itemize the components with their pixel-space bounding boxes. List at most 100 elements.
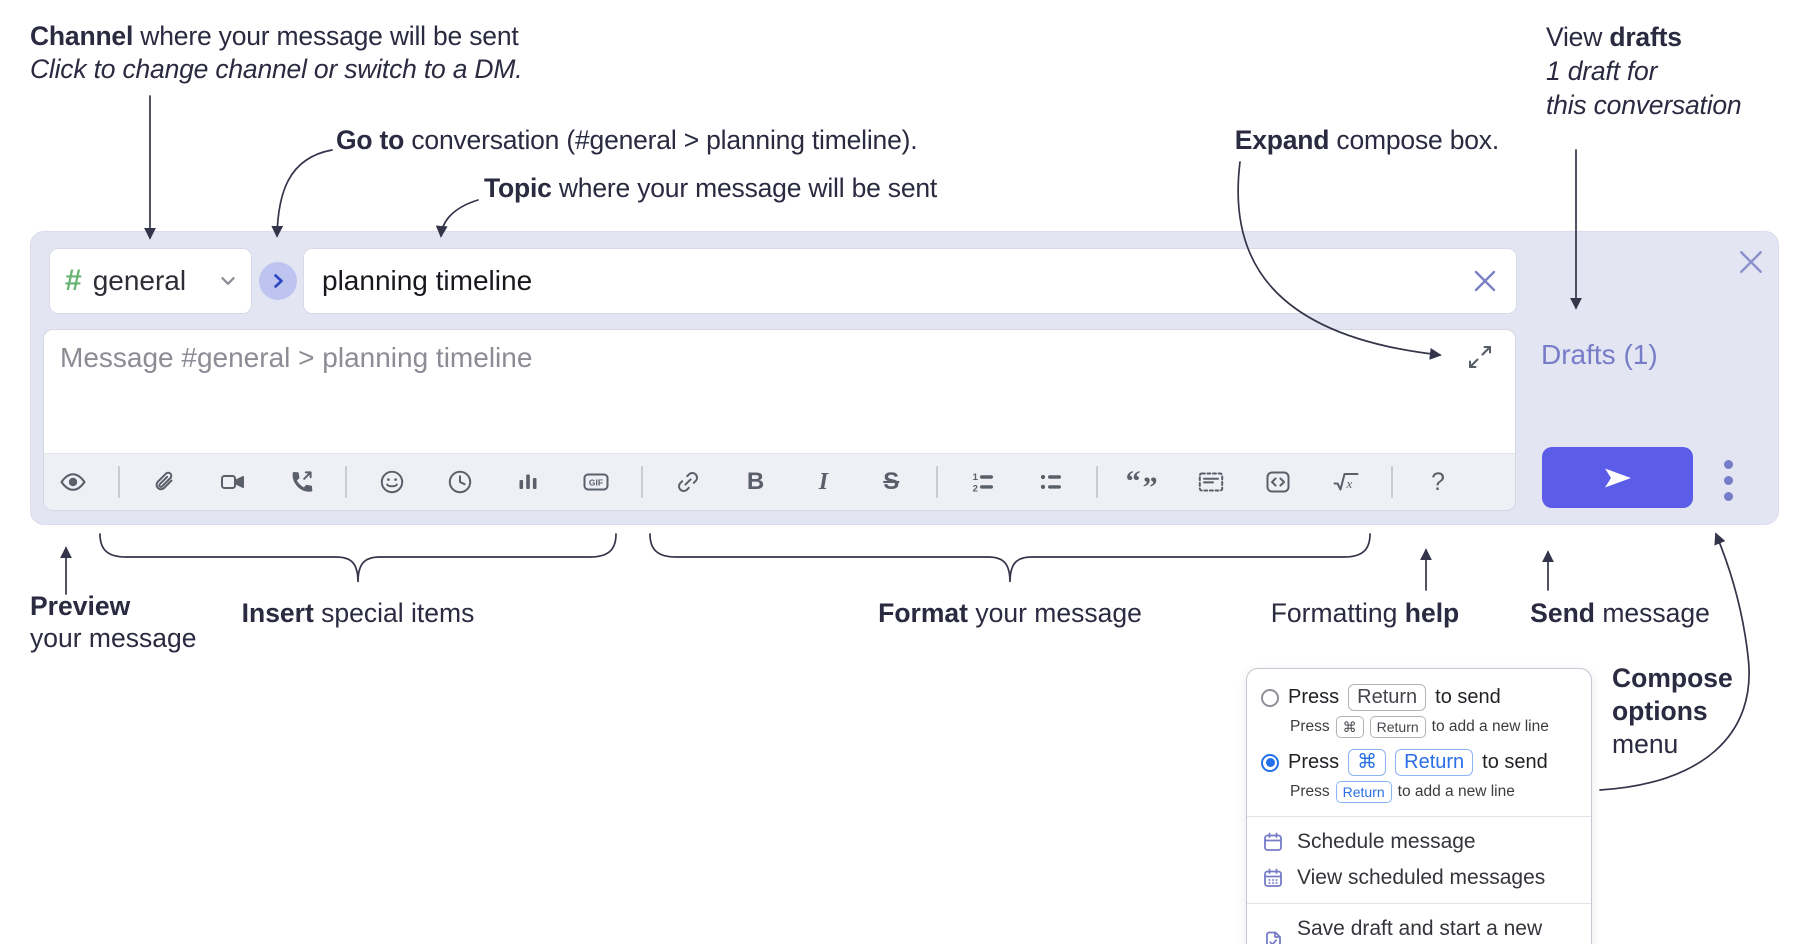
preview-label-line2: your message xyxy=(30,623,197,653)
calendar-schedule-icon xyxy=(1262,831,1284,853)
format-label-rest: your message xyxy=(968,598,1142,628)
compose-options-button[interactable] xyxy=(1719,460,1737,501)
compose-box: # general planning timeline xyxy=(30,231,1779,525)
topic-annotation-rest: where your message will be sent xyxy=(551,173,938,203)
bold-button[interactable]: B xyxy=(733,460,779,504)
channel-picker[interactable]: # general xyxy=(49,248,252,314)
go-to-conversation-button[interactable] xyxy=(259,262,297,300)
toolbar-separator xyxy=(345,466,348,498)
bulleted-list-icon xyxy=(1037,468,1065,496)
insert-brace xyxy=(99,533,617,583)
shortcut-text: Press xyxy=(1290,718,1330,735)
send-label-rest: message xyxy=(1594,598,1710,628)
message-panel: Message #general > planning timeline GIF… xyxy=(43,329,1516,511)
paperclip-icon xyxy=(151,468,179,496)
topic-annotation: Topic where your message will be sent xyxy=(484,172,937,205)
video-camera-icon xyxy=(219,468,247,496)
shortcut-text: to add a new line xyxy=(1397,783,1515,800)
go-to-annotation: Go to conversation (#general > planning … xyxy=(336,124,918,157)
send-label: Send message xyxy=(1440,597,1800,629)
menu-item-view-scheduled-messages[interactable]: View scheduled messages xyxy=(1247,860,1591,896)
message-input[interactable]: Message #general > planning timeline xyxy=(44,330,1515,453)
menu-item-label: View scheduled messages xyxy=(1297,866,1546,889)
quote-button[interactable]: “” xyxy=(1120,460,1166,504)
preview-label: Preview your message xyxy=(30,590,196,654)
time-schedule-button[interactable] xyxy=(437,460,483,504)
emoji-smiley-button[interactable] xyxy=(369,460,415,504)
view-drafts-line3: this conversation xyxy=(1546,90,1742,120)
bulleted-list-button[interactable] xyxy=(1028,460,1074,504)
spoiler-button[interactable] xyxy=(1188,460,1234,504)
topic-input[interactable]: planning timeline xyxy=(303,248,1517,314)
video-camera-button[interactable] xyxy=(210,460,256,504)
svg-text:1: 1 xyxy=(973,472,979,483)
formatting-help-label: Formatting help xyxy=(1185,597,1545,629)
strikethrough-icon: S xyxy=(883,468,900,495)
menu-item-schedule-message[interactable]: Schedule message xyxy=(1247,824,1591,860)
format-label-bold: Format xyxy=(878,598,968,628)
toolbar-separator xyxy=(1391,466,1394,498)
clear-topic-button[interactable] xyxy=(1472,268,1498,294)
message-placeholder: Message #general > planning timeline xyxy=(60,342,533,373)
radio-icon[interactable] xyxy=(1261,688,1279,707)
toolbar-separator xyxy=(936,466,939,498)
svg-text:2: 2 xyxy=(973,483,978,494)
paperclip-button[interactable] xyxy=(142,460,188,504)
italic-button[interactable]: I xyxy=(800,460,846,504)
topic-value: planning timeline xyxy=(322,265,533,296)
topic-annotation-bold: Topic xyxy=(484,173,552,203)
draft-save-icon xyxy=(1262,930,1284,944)
view-drafts-line2: 1 draft for xyxy=(1546,56,1658,86)
quote-icon: “” xyxy=(1125,465,1160,504)
send-label-bold: Send xyxy=(1530,598,1595,628)
emoji-smiley-icon xyxy=(378,468,406,496)
poll-chart-button[interactable] xyxy=(505,460,551,504)
chevron-down-icon xyxy=(220,276,236,286)
channel-annotation-rest: where your message will be sent xyxy=(133,21,519,51)
radio-selected-icon[interactable] xyxy=(1261,753,1279,772)
preview-eye-icon xyxy=(59,468,87,496)
compose-options-line3: menu xyxy=(1612,729,1679,759)
preview-eye-button[interactable] xyxy=(50,460,96,504)
expand-icon xyxy=(1467,344,1493,370)
code-button[interactable] xyxy=(1255,460,1301,504)
shortcut-subtext: Press ⌘Return to add a new line xyxy=(1290,716,1577,738)
drafts-link[interactable]: Drafts (1) xyxy=(1541,339,1658,370)
math-button[interactable]: x xyxy=(1323,460,1369,504)
expand-compose-button[interactable] xyxy=(1467,344,1493,370)
channel-annotation-bold: Channel xyxy=(30,21,134,51)
strikethrough-button[interactable]: S xyxy=(868,460,914,504)
phone-call-button[interactable] xyxy=(278,460,324,504)
format-label: Format your message xyxy=(810,597,1210,629)
preview-label-bold: Preview xyxy=(30,591,131,621)
bold-icon: B xyxy=(746,468,765,495)
svg-text:GIF: GIF xyxy=(589,478,603,488)
close-icon xyxy=(1737,248,1765,276)
compose-options-label: Compose options menu xyxy=(1612,662,1733,761)
send-button[interactable] xyxy=(1542,447,1693,508)
shortcut-subtext: Press Return to add a new line xyxy=(1290,781,1577,803)
keycap: Return xyxy=(1395,749,1474,776)
formatting-help-bold: help xyxy=(1404,598,1460,628)
close-compose-button[interactable] xyxy=(1731,242,1771,282)
shortcut-text: Press xyxy=(1288,686,1340,708)
shortcut-text: Press xyxy=(1288,751,1340,773)
channel-name: general xyxy=(92,265,187,296)
shortcut-text: Press xyxy=(1290,783,1330,800)
gif-button[interactable]: GIF xyxy=(573,460,619,504)
expand-annotation-bold: Expand xyxy=(1234,125,1330,155)
link-button[interactable] xyxy=(665,460,711,504)
italic-icon: I xyxy=(818,468,829,495)
svg-text:x: x xyxy=(1346,476,1353,491)
insert-label-rest: special items xyxy=(313,598,475,628)
menu-item-save-draft-and-start-a-new-message[interactable]: Save draft and start a new message xyxy=(1247,911,1591,944)
keycap: Return xyxy=(1369,716,1426,738)
formatting-help-button[interactable]: ? xyxy=(1415,460,1461,504)
format-brace xyxy=(649,533,1371,583)
